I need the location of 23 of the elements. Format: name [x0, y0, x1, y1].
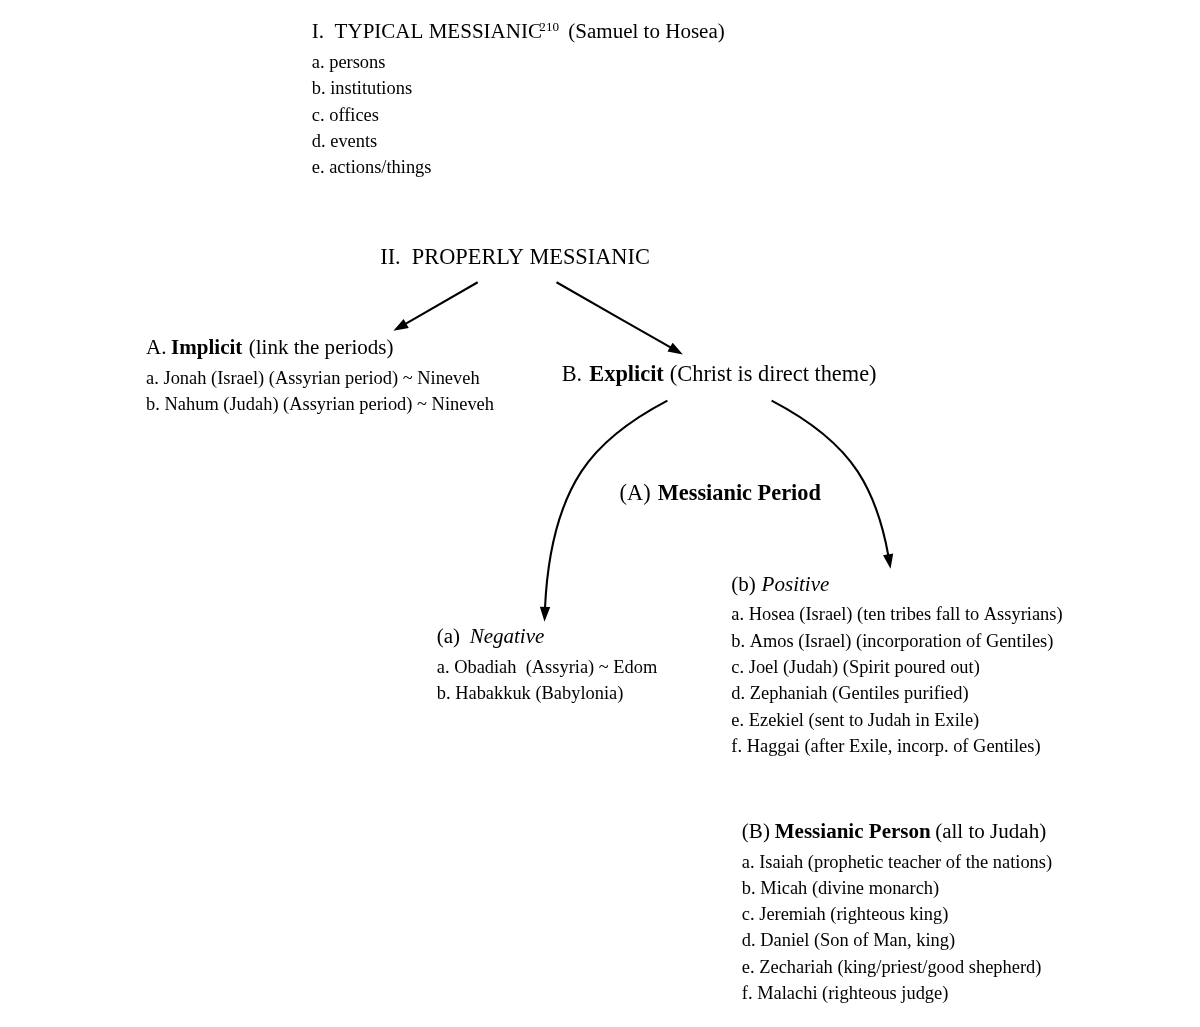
- node-text: (A) Messianic Period: [619, 479, 821, 505]
- arrow: [770, 399, 893, 569]
- label: f. Malachi (righteous judge): [741, 983, 948, 1004]
- arrow: [539, 399, 668, 622]
- label: a. persons: [311, 51, 385, 72]
- arrow: [555, 281, 683, 355]
- label: d. Daniel (Son of Man, king): [741, 930, 955, 951]
- label: a. Isaiah (prophetic teacher of the nations): [741, 851, 1052, 872]
- label: c. offices: [311, 104, 379, 125]
- node-text: (b) Positive a. Hosea (Israel) (ten tribes fall to Assyrians) b. Amos (Israel) (incorporation of Gentiles) c. Joel (Judah) (Spirit poured out) d. Zephaniah (Gentiles purified) e. Ezekiel (sent to Judah in Exile) f. Haggai (after Exile, incorp. of Gentiles): [730, 571, 1063, 756]
- label: e. Zechariah (king/priest/good shepherd): [741, 956, 1041, 977]
- arrow: [392, 281, 478, 331]
- label: I. TYPICAL MESSIANIC$^{210}$ (Samuel to Hosea): [311, 18, 725, 44]
- node-text: A. Implicit (link the periods) a. Jonah (Israel) (Assyrian period) ~ Nineveh b. Nahum (Judah) (Assyrian period) ~ Nineveh: [145, 335, 494, 414]
- label: b. institutions: [311, 78, 412, 99]
- label: d. events: [311, 130, 377, 151]
- node-text: B. Explicit (Christ is direct theme): [561, 361, 876, 387]
- node-text: II. PROPERLY MESSIANIC: [379, 244, 650, 270]
- node-text: (a) Negative a. Obadiah (Assyria) ~ Edom b. Habakkuk (Babylonia): [436, 624, 657, 704]
- label: e. actions/things: [311, 157, 431, 178]
- label: c. Jeremiah (righteous king): [741, 904, 948, 925]
- label: (B) Messianic Person (all to Judah): [741, 819, 1046, 844]
- label: b. Micah (divine monarch): [741, 877, 939, 898]
